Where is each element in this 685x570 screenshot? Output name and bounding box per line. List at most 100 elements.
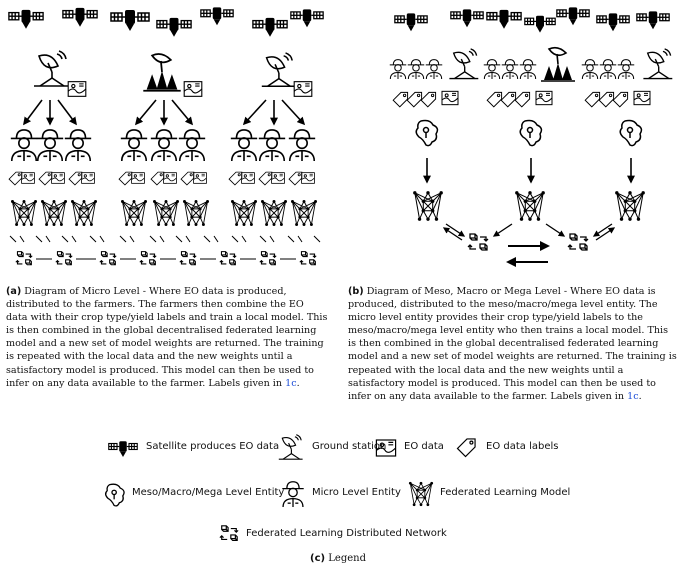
neural-net-icon (514, 190, 546, 222)
satellite-icon (524, 15, 556, 34)
neural-net-icon (290, 199, 318, 227)
satellite-icon (156, 17, 192, 38)
satellite-icon (556, 6, 590, 26)
region-map-icon (415, 119, 439, 147)
farmer-icon (407, 59, 425, 80)
sync-arrows (9, 235, 321, 243)
satellite-icon (290, 8, 324, 28)
network-cubes-icon (15, 251, 33, 266)
caption-b-end: . (638, 390, 642, 402)
satellite-icon (394, 12, 428, 32)
neural-net-icon (70, 199, 98, 227)
network-cubes-icon (299, 251, 317, 266)
legend-ground-station-label: Ground station (312, 441, 387, 452)
ground-station-icon (278, 434, 304, 460)
farmer-icon (36, 129, 64, 162)
farmer-icon (483, 59, 501, 80)
ground-station-icon (642, 48, 673, 80)
region-map-icon (105, 483, 125, 507)
network-cubes-icon (259, 251, 277, 266)
neural-net-icon (152, 199, 180, 227)
satellite-icon (636, 10, 670, 30)
farmer-icon (519, 59, 537, 80)
legend-fl-network-label: Federated Learning Distributed Network (246, 528, 447, 539)
network-cubes-icon (139, 251, 157, 266)
caption-b-text: Diagram of Meso, Macro or Mega Level - W… (348, 286, 677, 402)
legend-eo-data-label: EO data (404, 441, 444, 452)
farmer-icon (599, 59, 617, 80)
farmer-icon (425, 59, 443, 80)
local-data-row (8, 171, 315, 186)
legend-title: (c) Legend (310, 553, 366, 564)
satellite-icon (8, 9, 44, 30)
region-map-icon (619, 119, 643, 147)
satellite-icon (200, 6, 234, 26)
legend-satellite-label: Satellite produces EO data (146, 441, 280, 452)
farmer-icon (10, 129, 38, 162)
network-cubes-icon (219, 525, 239, 541)
eo-data-icon (535, 90, 553, 106)
farmer-icon (389, 59, 407, 80)
caption-a: (a) Diagram of Micro Level - Where EO da… (6, 285, 328, 390)
farmer-icon (281, 481, 305, 508)
caption-b-ref[interactable]: 1c (627, 390, 639, 402)
legend-fl-model-label: Federated Learning Model (440, 487, 571, 498)
farmer-icon (230, 129, 258, 162)
ground-station-icon (142, 53, 182, 92)
eo-data-icon (293, 81, 313, 97)
neural-net-icon (182, 199, 210, 227)
neural-net-icon (10, 199, 38, 227)
caption-b: (b) Diagram of Meso, Macro or Mega Level… (348, 285, 678, 403)
satellite-icon (62, 7, 98, 28)
network-cubes-icon (219, 251, 237, 266)
eo-data-icon (633, 90, 651, 106)
legend-title-label: (c) (310, 553, 326, 564)
neural-net-icon (120, 199, 148, 227)
tag-icon (456, 438, 476, 458)
ground-station-icon (448, 48, 479, 80)
legend-title-text: Legend (325, 553, 366, 564)
network-cubes-icon (55, 251, 73, 266)
network-cubes-icon (467, 233, 489, 251)
farmer-icon (617, 59, 635, 80)
farmer-icon (178, 129, 206, 162)
farmer-icon (64, 129, 92, 162)
neural-net-icon (40, 199, 68, 227)
farmer-icon (581, 59, 599, 80)
farmer-icon (501, 59, 519, 80)
eo-data-icon (441, 90, 459, 106)
farmer-icon (150, 129, 178, 162)
satellite-icon (596, 12, 630, 32)
legend-meso-entity-label: Meso/Macro/Mega Level Entity (132, 487, 285, 498)
satellite-icon (252, 17, 288, 38)
eo-data-icon (67, 81, 87, 97)
neural-net-icon (614, 190, 646, 222)
satellite-icon (108, 440, 138, 458)
network-cubes-icon (179, 251, 197, 266)
caption-a-end: . (296, 377, 300, 389)
legend-micro-entity-label: Micro Level Entity (312, 487, 401, 498)
satellite-icon (450, 8, 484, 28)
satellite-icon (486, 9, 522, 30)
satellite-icon (110, 9, 150, 32)
region-map-icon (519, 119, 543, 147)
caption-a-text: Diagram of Micro Level - Where EO data i… (6, 286, 328, 389)
farmer-icon (288, 129, 316, 162)
neural-net-icon (408, 481, 434, 507)
panel-a-diagram (8, 6, 324, 266)
farmer-icon (120, 129, 148, 162)
neural-net-icon (230, 199, 258, 227)
network-cubes-icon (567, 233, 589, 251)
neural-net-icon (412, 190, 444, 222)
caption-a-ref[interactable]: 1c (285, 377, 297, 389)
eo-data-icon (183, 81, 203, 97)
ground-station-icon (33, 50, 69, 87)
network-cubes-icon (99, 251, 117, 266)
neural-net-icon (260, 199, 288, 227)
farmer-icon (258, 129, 286, 162)
legend-eo-labels-label: EO data labels (486, 441, 559, 452)
caption-b-label: (b) (348, 286, 364, 297)
ground-station-icon (261, 52, 295, 87)
caption-a-label: (a) (6, 286, 22, 297)
